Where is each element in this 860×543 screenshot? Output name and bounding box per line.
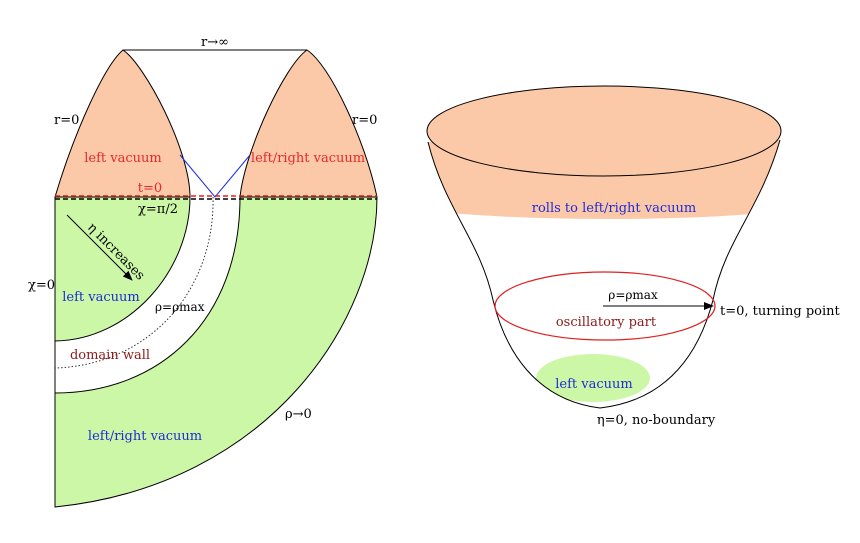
rolls-to-label: rolls to left/right vacuum xyxy=(532,201,696,216)
oscillatory-label: oscillatory part xyxy=(556,315,657,330)
turning-point-label: t=0, turning point xyxy=(720,304,840,319)
green-bottom-region xyxy=(536,354,650,402)
oscillatory-ellipse xyxy=(494,271,716,341)
eta-arrow xyxy=(66,214,133,281)
left-vacuum-bottom-label: left vacuum xyxy=(62,290,139,305)
t-zero-label: t=0 xyxy=(138,181,162,196)
domain-wall-label: domain wall xyxy=(70,348,150,363)
right-lobe-shape xyxy=(239,49,378,198)
r-zero-right-label: r=0 xyxy=(352,113,377,128)
bowl-outline xyxy=(427,139,781,409)
left-vacuum-top-label: left vacuum xyxy=(84,151,161,166)
r-zero-left-label: r=0 xyxy=(54,113,79,128)
inner-green-region xyxy=(54,196,191,342)
rho-max-right-label: ρ=ρmax xyxy=(608,288,658,302)
right-diagram: rolls to left/right vacuum ρ=ρmax oscill… xyxy=(426,85,840,428)
left-vacuum-right-label: left vacuum xyxy=(555,377,632,392)
rho-to-zero-label: ρ→0 xyxy=(285,407,312,422)
r-infinity-label: r→∞ xyxy=(201,35,229,50)
domain-wall-arc xyxy=(54,196,214,369)
no-boundary-label: η=0, no-boundary xyxy=(597,413,716,428)
outer-green-region xyxy=(54,196,378,508)
left-right-vacuum-bottom-label: left/right vacuum xyxy=(88,429,202,444)
left-diagram: r→∞ r=0 r=0 left vacuum left/right vacuu… xyxy=(28,35,378,508)
light-cone-lines xyxy=(179,154,251,198)
top-ellipse xyxy=(426,85,782,177)
left-right-vacuum-top-label: left/right vacuum xyxy=(251,151,365,166)
chi-half-pi-label: χ=π/2 xyxy=(138,202,178,217)
rho-max-left-label: ρ=ρmax xyxy=(155,300,205,314)
chi-zero-label: χ=0 xyxy=(28,278,55,293)
